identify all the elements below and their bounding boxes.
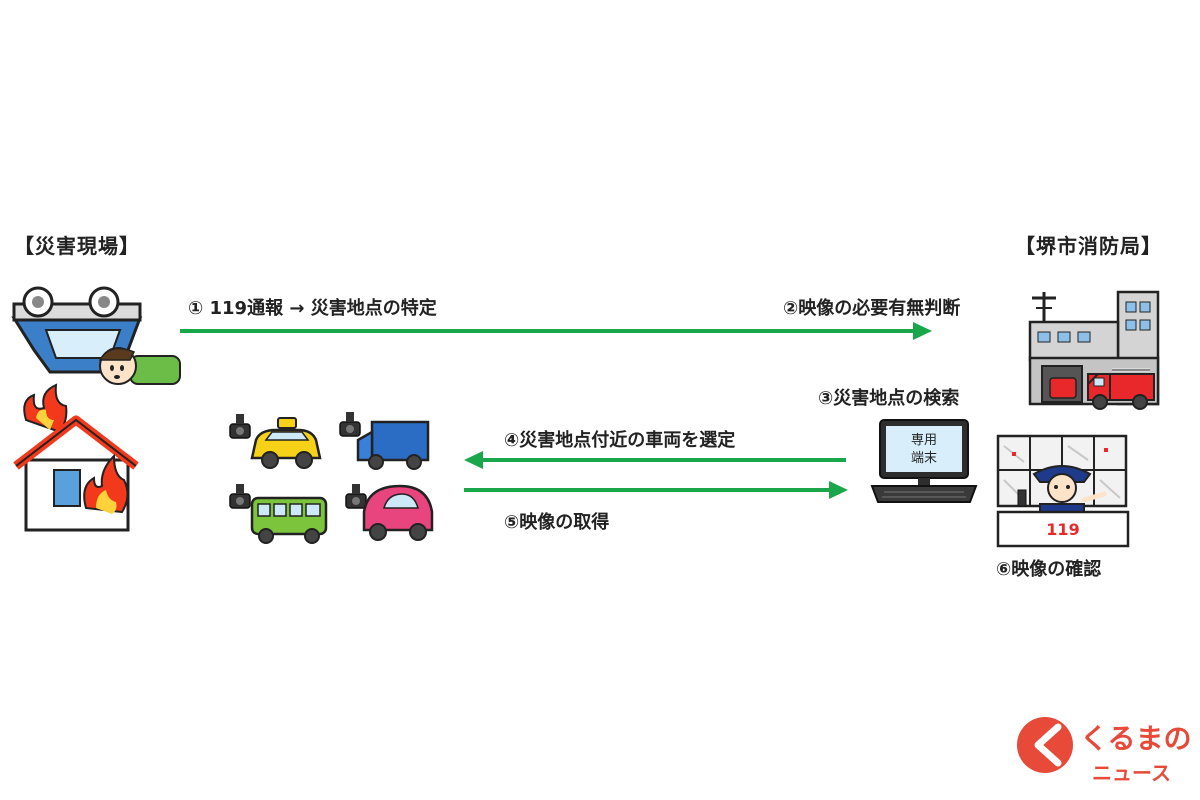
arrow-report (180, 322, 932, 340)
kurumanonews-logo: くるまの ニュース (1017, 717, 1191, 785)
logo-text-line2: ニュース (1092, 761, 1171, 785)
injured-person-icon (98, 347, 181, 385)
dashcam-icon-compact-car (345, 484, 367, 509)
logo-text-line1: くるまの (1080, 722, 1191, 755)
step2-label: ②映像の必要有無判断 (783, 298, 961, 319)
bus-icon (250, 496, 328, 544)
truck-icon (356, 420, 430, 470)
taxi-icon (250, 417, 322, 469)
fire-engine-icon (1087, 368, 1155, 410)
operator-desk: 119 (996, 510, 1130, 548)
step6-label: ⑥映像の確認 (996, 559, 1102, 580)
burning-house-icon (13, 383, 139, 532)
desk-number: 119 (1046, 520, 1079, 539)
fire-dept-header: 【堺市消防局】 (1015, 234, 1162, 258)
step3-label: ③災害地点の検索 (818, 388, 960, 409)
step5-label: ⑤映像の取得 (504, 512, 610, 533)
compact-car-icon (362, 484, 434, 541)
arrow-get-video (464, 481, 848, 499)
dashcam-icon-bus (229, 484, 251, 509)
arrow-select-vehicles (464, 451, 846, 469)
step1-label: ① 119通報 → 災害地点の特定 (188, 298, 437, 319)
step4-label: ④災害地点付近の車両を選定 (504, 430, 736, 451)
scene-header: 【災害現場】 (14, 234, 140, 258)
terminal-label-line1: 専用 (911, 433, 937, 448)
dashcam-icon-truck (339, 412, 361, 437)
terminal-label-line2: 端末 (911, 451, 937, 466)
operator-icon (1017, 465, 1107, 519)
terminal-icon: 専用 端末 (870, 419, 978, 503)
dashcam-icon-taxi (229, 414, 251, 439)
